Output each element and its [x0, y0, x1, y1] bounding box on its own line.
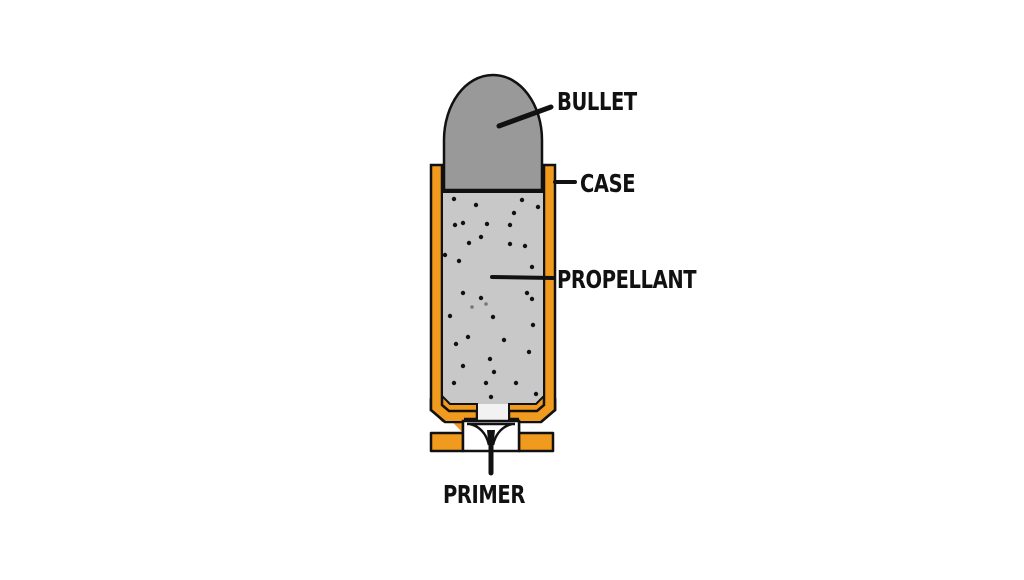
bullet-label: BULLET	[557, 87, 637, 116]
leader-lines	[488, 104, 577, 476]
propellant-grains	[442, 196, 541, 400]
bullet-shape	[442, 73, 544, 192]
primer-label: PRIMER	[443, 480, 525, 509]
bullet-leader-line	[496, 104, 554, 129]
propellant-label: PROPELLANT	[557, 265, 697, 294]
propellant-shape	[441, 191, 545, 420]
case-label: CASE	[580, 169, 636, 198]
propellant-leader-line	[490, 275, 555, 280]
